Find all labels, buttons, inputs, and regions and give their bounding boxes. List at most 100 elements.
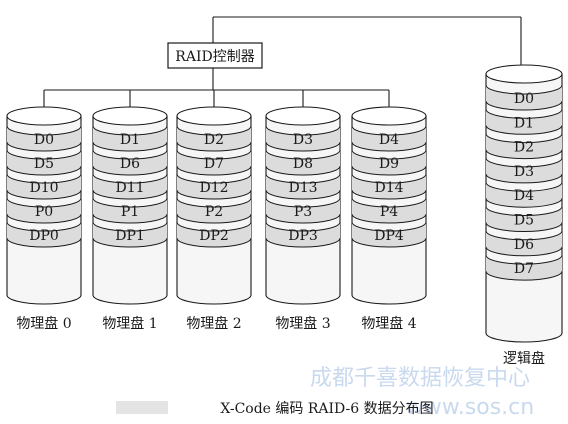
cylinder-separator xyxy=(6,165,82,176)
cylinder-separator xyxy=(485,149,563,160)
cylinder-separator xyxy=(485,133,563,144)
cylinder-separator xyxy=(92,173,168,184)
cylinder-band xyxy=(177,150,251,175)
block-label: D5 xyxy=(514,213,534,229)
cylinder-band xyxy=(486,230,562,256)
cylinder-separator xyxy=(351,221,427,232)
cylinder-band xyxy=(266,222,340,247)
cylinder-separator xyxy=(485,230,563,241)
cylinder-separator xyxy=(6,237,82,248)
cylinder-separator xyxy=(92,149,168,160)
block-label: D7 xyxy=(204,156,224,172)
cylinder-separator xyxy=(351,141,427,152)
cylinder-separator xyxy=(351,213,427,224)
cylinder-separator xyxy=(485,182,563,192)
block-label: P1 xyxy=(121,204,139,220)
cylinder-separator xyxy=(485,157,563,168)
cylinder-separator xyxy=(485,100,563,111)
cylinder-separator xyxy=(351,237,427,248)
block-label: D0 xyxy=(514,91,534,107)
cylinder-separator xyxy=(92,213,168,224)
cylinder-band xyxy=(7,174,81,199)
cylinder-separator xyxy=(92,221,168,232)
cylinder-body xyxy=(485,73,563,343)
cylinder-separator xyxy=(6,149,82,160)
cylinder-band xyxy=(266,150,340,175)
raid-controller: RAID控制器 xyxy=(167,42,263,69)
cylinder-separator xyxy=(265,189,341,200)
cylinder-separator xyxy=(92,197,168,208)
cylinder-separator xyxy=(265,125,341,136)
block-label: P4 xyxy=(380,204,398,220)
cylinder-separator xyxy=(265,213,341,224)
cylinder-band xyxy=(7,222,81,247)
cylinder-band xyxy=(352,150,426,175)
connector-lines xyxy=(43,16,522,107)
block-label: D2 xyxy=(514,140,534,156)
cylinder-separator xyxy=(265,165,341,176)
block-label: P3 xyxy=(294,204,312,220)
block-label: DP0 xyxy=(29,228,59,244)
cylinder-separator xyxy=(351,197,427,208)
cylinder-band xyxy=(266,126,340,151)
cylinder-band xyxy=(486,255,562,281)
cylinder-band xyxy=(93,198,167,223)
block-label: D9 xyxy=(379,156,399,172)
block-label: DP1 xyxy=(115,228,145,244)
cylinder-separator xyxy=(265,221,341,232)
watermark-line-2: www.sos.cn xyxy=(406,395,534,420)
block-label: D3 xyxy=(293,132,313,148)
cylinder-top xyxy=(265,106,341,126)
cylinder-band xyxy=(93,126,167,151)
cylinder-band xyxy=(93,150,167,175)
cylinder-separator xyxy=(485,270,563,281)
cylinder-band xyxy=(177,126,251,151)
cylinder-separator xyxy=(92,141,168,152)
cylinder-band xyxy=(352,174,426,199)
cylinder-separator xyxy=(351,149,427,160)
cylinder-top xyxy=(92,106,168,126)
cylinder-band xyxy=(352,126,426,151)
cylinder-band xyxy=(266,174,340,199)
block-label: D4 xyxy=(379,132,399,148)
block-label: D1 xyxy=(514,115,534,131)
cylinder-band xyxy=(266,198,340,223)
cylinder-separator xyxy=(485,84,563,95)
cylinder-band xyxy=(7,198,81,223)
physical-disk-label: 物理盘 4 xyxy=(361,315,416,332)
block-label: D11 xyxy=(115,180,144,196)
logical-disk-label: 逻辑盘 xyxy=(503,350,545,367)
block-label: DP2 xyxy=(199,228,229,244)
cylinder-separator xyxy=(485,246,563,257)
cylinder-band xyxy=(7,126,81,151)
cylinder-band xyxy=(177,198,251,223)
block-label: D14 xyxy=(374,180,403,196)
block-label: D2 xyxy=(204,132,224,148)
block-label: D5 xyxy=(34,156,54,172)
block-label: D7 xyxy=(514,261,534,277)
cylinder-band xyxy=(486,182,562,208)
physical-disk-label: 物理盘 2 xyxy=(186,315,241,332)
block-label: D0 xyxy=(34,132,54,148)
cylinder-separator xyxy=(351,189,427,200)
cylinder-separator xyxy=(265,197,341,208)
cylinder-separator xyxy=(176,189,252,200)
cylinder-separator xyxy=(485,206,563,216)
cylinder-separator xyxy=(176,237,252,248)
cylinder-separator xyxy=(485,254,563,265)
block-label: D3 xyxy=(514,164,534,180)
cylinder-band xyxy=(7,150,81,175)
cylinder-separator xyxy=(351,125,427,136)
cylinder-separator xyxy=(6,173,82,184)
cylinder-band xyxy=(486,85,562,110)
cylinder-top xyxy=(351,106,427,126)
cylinder-separator xyxy=(6,141,82,152)
cylinder-separator xyxy=(176,141,252,152)
cylinder-separator xyxy=(6,197,82,208)
raid-controller-label: RAID控制器 xyxy=(175,49,254,65)
